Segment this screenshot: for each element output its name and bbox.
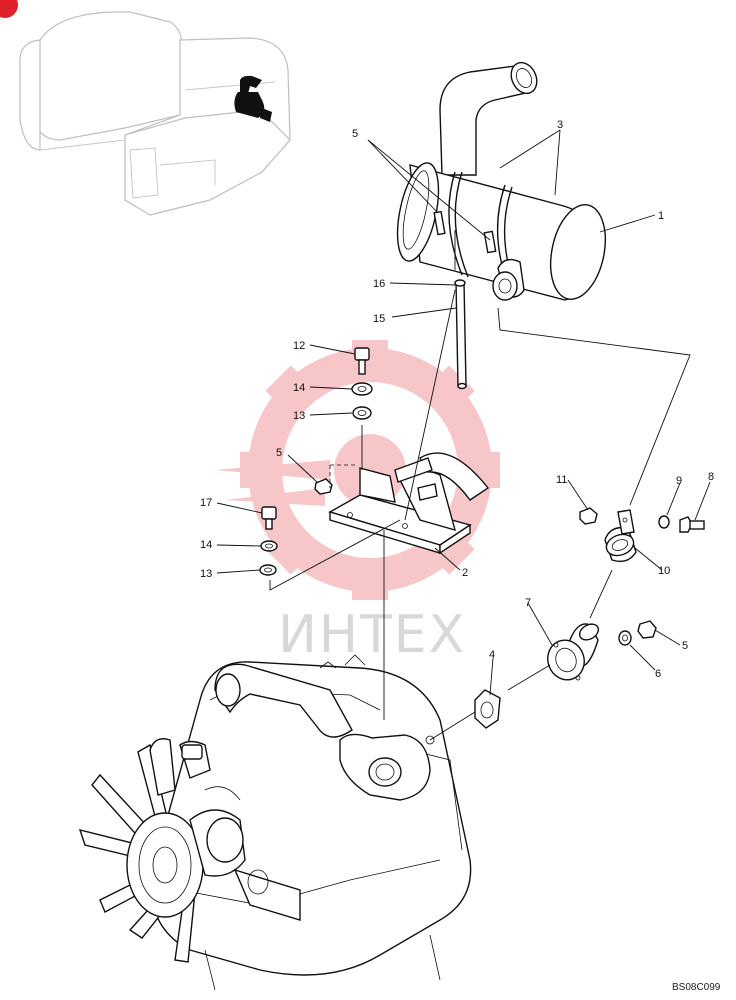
drawing-code: BS08C099 xyxy=(672,982,721,993)
callout-2: 2 xyxy=(462,567,468,579)
engine-block xyxy=(78,654,472,991)
support-rod xyxy=(454,279,467,390)
callout-4: 4 xyxy=(489,649,495,661)
callout-14-upper: 14 xyxy=(293,382,305,394)
callout-5-left: 5 xyxy=(276,447,282,459)
callout-12: 12 xyxy=(293,340,305,352)
callout-1: 1 xyxy=(658,210,664,222)
leader-lines xyxy=(216,129,711,696)
callout-7: 7 xyxy=(525,597,531,609)
callout-10: 10 xyxy=(658,565,670,577)
callout-8: 8 xyxy=(708,471,714,483)
callout-6: 6 xyxy=(655,668,661,680)
machine-locator-thumbnail xyxy=(19,11,291,216)
callout-15: 15 xyxy=(373,313,385,325)
cooling-fan xyxy=(78,743,301,963)
callout-11: 11 xyxy=(556,474,567,486)
connector-lines xyxy=(269,230,691,741)
callout-16: 16 xyxy=(373,278,385,290)
nut-left xyxy=(314,478,333,495)
watermark-text: ИНТЕХ xyxy=(278,605,466,665)
callout-3: 3 xyxy=(557,119,563,131)
muffler-assembly xyxy=(396,61,607,301)
mounting-bracket xyxy=(328,452,490,555)
callout-17: 17 xyxy=(200,497,212,509)
callout-14-lower: 14 xyxy=(200,539,212,551)
gasket xyxy=(474,689,501,729)
callout-13-lower: 13 xyxy=(200,568,212,580)
callout-5-top: 5 xyxy=(352,128,358,140)
callout-labels: 5 3 1 16 15 12 14 13 5 2 17 14 13 11 9 8… xyxy=(200,119,714,680)
corner-badge xyxy=(0,0,18,18)
callout-5-right: 5 xyxy=(682,640,688,652)
bolt-stack-upper xyxy=(351,347,373,420)
callout-9: 9 xyxy=(676,475,682,487)
callout-13-upper: 13 xyxy=(293,410,305,422)
pipe-clamp xyxy=(579,507,705,563)
exhaust-elbow xyxy=(547,620,657,681)
